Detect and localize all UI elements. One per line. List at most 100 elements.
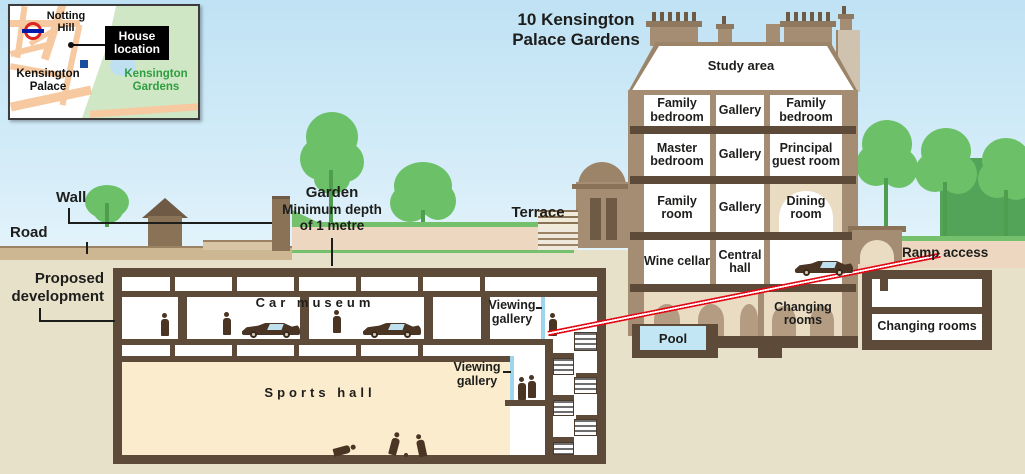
floor-beam [872,307,982,314]
leader-line [503,371,511,373]
pool-water [640,326,706,350]
viewing-gallery-glass [510,356,514,402]
portico-door [590,198,601,240]
floor-beam [630,176,856,184]
stair-landing [553,395,574,400]
pointer-line [331,238,333,266]
stair-landing [553,353,574,358]
room-master-bedroom: Master bedroom [644,134,710,176]
map-kensington-gardens: Kensington Gardens [124,68,188,93]
map-road [10,20,80,27]
person-icon [527,375,536,398]
leader-line [536,307,542,309]
map-location-line [73,44,105,46]
room-gallery-3: Gallery [716,134,764,176]
ball-icon [404,453,408,457]
room-central-hall: Central hall [716,240,764,284]
viewing-gallery-glass [541,297,545,339]
vault-arch [810,306,834,336]
roof-dormer [766,24,780,44]
ramp-access-label: Ramp access [902,245,989,260]
pavement [203,240,273,250]
tree-icon [85,185,129,227]
person-icon [160,313,169,336]
column [418,277,423,291]
garden-grass [852,236,1025,241]
floor-beam [630,126,856,134]
terrace-railing [538,210,578,228]
terrace-steps [538,228,578,250]
underground-roundel-icon [22,22,44,40]
map-notting-hill: Notting Hill [46,10,86,35]
annex-doorway [880,279,888,291]
room-gallery-2: Gallery [716,184,764,232]
map-kensington-palace: Kensington Palace [16,68,80,93]
tree-icon [915,128,977,240]
viewing-gallery-lower-label: Viewing gallery [453,360,501,388]
column [232,277,237,291]
terrace-label: Terrace [511,204,565,221]
tree-icon [300,112,364,230]
room-family-bedroom-right: Family bedroom [770,95,842,126]
porch-cornice [848,226,906,232]
chimney-icon [646,12,702,46]
stairs-icon [553,400,574,416]
tree-icon [856,120,918,240]
stairs-icon [574,419,597,436]
portico-door [606,198,617,240]
room-principal-guest: Principal guest room [770,134,842,176]
car-icon [795,259,853,276]
location-map: Notting Hill House location Kensington P… [8,4,200,120]
column [178,297,187,339]
garden-grass-under [292,250,574,253]
map-palace-marker [80,60,88,68]
service-corridor [122,345,545,356]
attic [631,46,855,92]
room-changing-annex: Changing rooms [872,314,982,340]
tree-icon [390,162,456,250]
portico-cornice [572,184,630,189]
column [170,277,175,291]
column [424,297,433,339]
vault-arch [772,306,796,336]
column [418,345,423,356]
pointer-line [86,242,88,254]
annex-room-top [872,279,982,307]
floor-beam [122,291,597,297]
sports-hall [122,362,510,455]
gallery-floor [505,400,553,406]
car-museum-label: Car museum [255,295,375,310]
room-wine-cellar: Wine cellar [644,240,710,284]
column [170,345,175,356]
pointer-line [39,308,115,322]
pool-label: Pool [658,331,688,346]
stairs-icon [553,442,574,455]
pointer-line [68,208,272,224]
viewing-gallery-upper-label: Viewing gallery [488,298,536,326]
garden-soil [292,227,574,250]
person-icon [517,377,526,400]
dining-arch [779,191,833,232]
column [356,277,361,291]
room-gallery-4: Gallery [716,95,764,126]
road-label: Road [10,224,48,241]
car-icon [242,321,300,338]
column [232,345,237,356]
car-icon [363,321,421,338]
room-study-area: Study area [707,58,775,73]
room-dining: Dining room [770,184,842,232]
map-pond [110,56,136,76]
stairs-icon [574,332,597,351]
porch-arch [860,240,894,264]
page-title: 10 Kensington Palace Gardens [512,10,640,50]
column [481,297,490,339]
floor-beam [122,356,545,362]
person-icon [548,313,557,336]
tree-icon [978,138,1025,242]
column [294,277,299,291]
garden-label: Garden [305,184,359,201]
stairs-icon [574,377,597,394]
room-family-bedroom-left: Family bedroom [644,95,710,126]
portico [576,182,628,248]
map-location-dot [68,42,74,48]
